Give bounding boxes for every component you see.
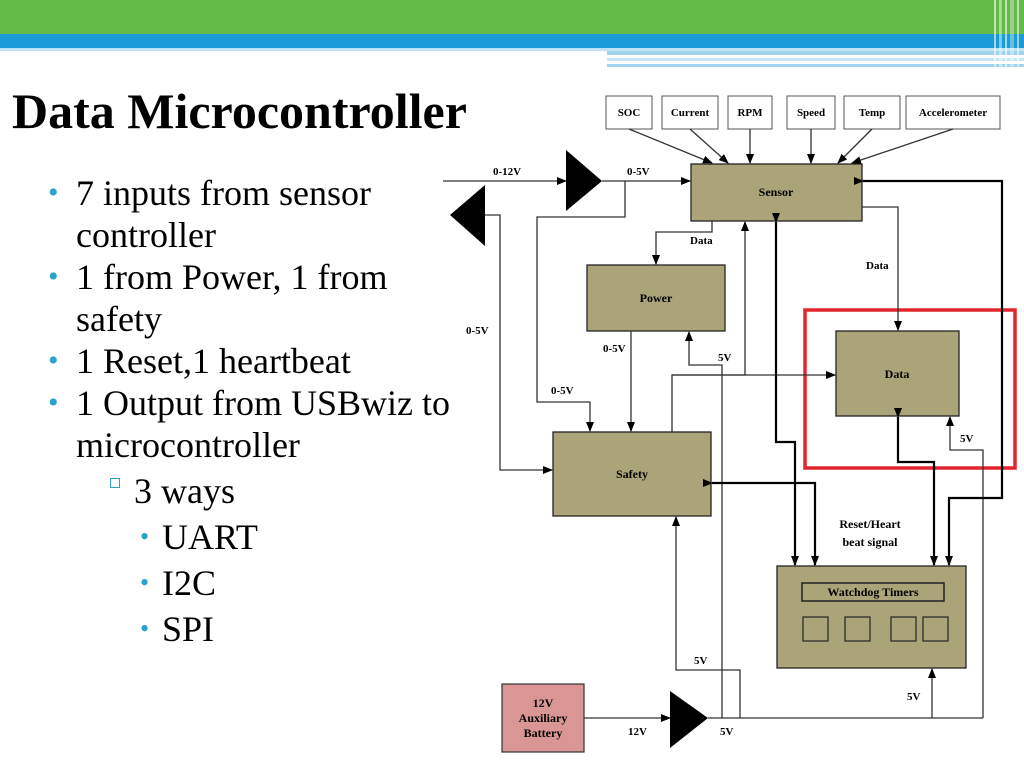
- input-box-soc: SOC: [605, 95, 653, 130]
- sub-sub-bullet-item: • UART: [140, 516, 458, 558]
- square-bullet-icon: [110, 478, 120, 488]
- bullet-dot-icon: •: [48, 344, 59, 377]
- sub-bullet-item: 3 ways: [110, 470, 458, 512]
- regulator-triangle: [670, 691, 708, 748]
- label-5v-safety: 5V: [694, 655, 708, 667]
- input-label-speed: Speed: [797, 107, 825, 119]
- label-12v-battery: 12V: [628, 726, 647, 738]
- bullet-text: 7 inputs from sensor controller: [76, 173, 371, 255]
- header-green-bar: [0, 0, 1024, 34]
- input-label-accelerometer: Accelerometer: [919, 107, 987, 119]
- battery-label-line-3: Battery: [524, 726, 563, 740]
- header-decoration: [0, 0, 1024, 68]
- input-label-current: Current: [671, 107, 710, 119]
- battery-block: 12V Auxiliary Battery: [501, 683, 585, 753]
- label-0-5v-sensor-in: 0-5V: [627, 166, 650, 178]
- data-block: Data: [835, 330, 960, 417]
- bullet-item: • 1 Output from USBwiz to microcontroller: [48, 382, 458, 466]
- label-data-to-power: Data: [690, 235, 713, 247]
- bullet-text: 1 Output from USBwiz to microcontroller: [76, 383, 450, 465]
- sub-sub-bullet-text: UART: [162, 517, 258, 557]
- timer-square: [922, 616, 949, 642]
- bullet-dot-icon: •: [48, 260, 59, 293]
- bullet-dot-icon: •: [48, 176, 59, 209]
- label-data-to-data: Data: [866, 260, 889, 272]
- bullet-item: • 1 from Power, 1 from safety: [48, 256, 458, 340]
- safety-block-label: Safety: [616, 467, 648, 481]
- buffer-triangle-right: [566, 150, 602, 211]
- battery-label-line-1: 12V: [533, 696, 554, 710]
- label-5v-data: 5V: [960, 433, 974, 445]
- header-right-stripe-3: [607, 64, 1024, 67]
- watchdog-block-label: Watchdog Timers: [827, 585, 919, 599]
- header-right-stripe-2: [607, 58, 1024, 61]
- timer-square: [844, 616, 871, 642]
- slide-title: Data Microcontroller: [12, 83, 467, 139]
- input-label-rpm: RPM: [737, 107, 763, 119]
- sensor-block: Sensor: [690, 163, 863, 222]
- sub-sub-bullet-item: • SPI: [140, 608, 458, 650]
- power-block: Power: [586, 264, 726, 332]
- bullet-item: • 7 inputs from sensor controller: [48, 172, 458, 256]
- battery-label-line-2: Auxiliary: [519, 711, 568, 725]
- bullet-text: 1 Reset,1 heartbeat: [76, 341, 351, 381]
- bullet-dot-icon: •: [140, 568, 150, 597]
- bullet-dot-icon: •: [140, 614, 150, 643]
- watchdog-block: Watchdog Timers: [776, 565, 967, 669]
- sub-sub-bullet-text: I2C: [162, 563, 216, 603]
- timer-square: [890, 616, 917, 642]
- reset-heartbeat-lines: [703, 177, 1004, 566]
- label-reset-heartbeat-line-1: Reset/Heart: [839, 517, 900, 531]
- data-block-label: Data: [885, 367, 910, 381]
- bullet-text: 1 from Power, 1 from safety: [76, 257, 388, 339]
- header-light-stripe: [0, 48, 1024, 51]
- input-box-rpm: RPM: [727, 95, 773, 130]
- input-box-temp: Temp: [843, 95, 901, 130]
- buffer-triangle-left: [450, 185, 485, 246]
- header-vertical-stripes: [994, 0, 1019, 68]
- input-box-speed: Speed: [786, 95, 836, 130]
- label-reset-heartbeat-line-2: beat signal: [842, 535, 898, 549]
- input-label-soc: SOC: [618, 107, 641, 119]
- sensor-input-boxes: SOC Current RPM Speed Temp Accelerometer: [605, 95, 1001, 130]
- bullet-item: • 1 Reset,1 heartbeat: [48, 340, 458, 382]
- input-label-temp: Temp: [859, 107, 886, 119]
- header-blue-bar: [0, 34, 1024, 48]
- header-right-stripe-1: [607, 51, 1024, 55]
- sub-sub-bullet-item: • I2C: [140, 562, 458, 604]
- bullet-list: • 7 inputs from sensor controller • 1 from…: [48, 172, 458, 650]
- label-0-12v: 0-12V: [493, 166, 521, 178]
- input-box-current: Current: [661, 95, 719, 130]
- input-arrows: [628, 128, 954, 164]
- bullet-dot-icon: •: [48, 386, 59, 419]
- label-5v-power: 5V: [718, 352, 732, 364]
- safety-block: Safety: [552, 431, 712, 517]
- label-0-5v-left: 0-5V: [466, 325, 489, 337]
- label-5v-regulator: 5V: [720, 726, 734, 738]
- wiring: [443, 177, 984, 722]
- label-0-5v-power: 0-5V: [603, 343, 626, 355]
- sub-sub-bullet-text: SPI: [162, 609, 215, 649]
- label-0-5v-safety: 0-5V: [551, 385, 574, 397]
- bullet-dot-icon: •: [140, 522, 150, 551]
- power-block-label: Power: [640, 291, 673, 305]
- sub-bullet-text: 3 ways: [134, 471, 235, 511]
- label-5v-watchdog: 5V: [907, 691, 921, 703]
- sensor-block-label: Sensor: [759, 185, 794, 199]
- input-box-accelerometer: Accelerometer: [905, 95, 1001, 130]
- timer-square: [802, 616, 829, 642]
